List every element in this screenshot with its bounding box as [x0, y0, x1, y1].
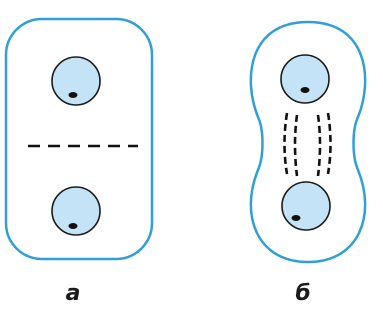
- nucleus-a-bottom: [51, 186, 101, 236]
- panel-a: [4, 17, 154, 261]
- nucleus-a-top: [51, 56, 101, 106]
- nucleus-b-bottom-body: [281, 181, 331, 231]
- nucleolus-a-top: [68, 92, 78, 98]
- nucleus-b-top-body: [280, 54, 330, 104]
- spindle-fiber-3: [316, 114, 322, 177]
- spindle-fibers: [283, 112, 332, 177]
- nucleus-a-bottom-body: [51, 186, 101, 236]
- cell-outline-b: [249, 20, 367, 264]
- nucleus-b-bottom: [281, 181, 331, 231]
- panel-b: [249, 20, 367, 264]
- cell-outline-a: [4, 17, 154, 261]
- spindle-fiber-2: [293, 114, 299, 177]
- spindle-fiber-1: [283, 112, 289, 175]
- nucleus-a-top-body: [51, 56, 101, 106]
- panel-b-caption: б: [295, 281, 311, 306]
- nucleolus-a-bottom: [68, 223, 78, 229]
- spindle-fiber-4: [326, 112, 332, 175]
- panel-a-caption: а: [65, 281, 81, 306]
- nucleolus-b-top: [300, 87, 310, 93]
- nucleus-b-top: [280, 54, 330, 104]
- nucleolus-b-bottom: [291, 215, 301, 221]
